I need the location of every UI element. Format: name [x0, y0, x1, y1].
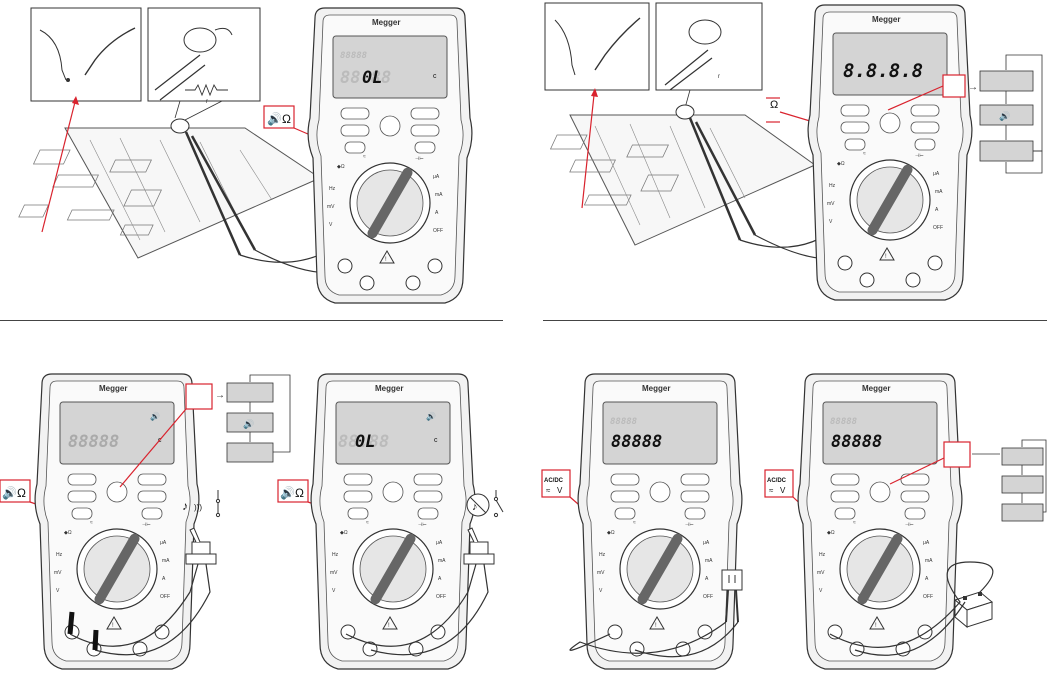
svg-text:→: → [215, 390, 225, 401]
button-callout-box [185, 383, 213, 410]
lcd-reading: 88888 [68, 432, 119, 452]
divider-left [0, 320, 503, 321]
button-callout-box [943, 441, 971, 468]
lcd-reading: 0L [362, 68, 382, 88]
mode-callout-box [0, 479, 31, 503]
inset-probe-closeup [544, 2, 650, 91]
brand-logo: Megger [99, 384, 127, 393]
brand-logo: Megger [372, 18, 400, 27]
flow-step-1 [1001, 447, 1044, 466]
mode-flow-diagram: 🔊 [226, 374, 291, 463]
ohm-icon: Ω [770, 99, 778, 111]
mode-callout-box [764, 469, 794, 498]
mode-callout-box [263, 105, 295, 129]
inset-probe-closeup [30, 7, 142, 102]
svg-text:))): ))) [194, 503, 202, 512]
svg-text:88.88: 88.88 [338, 432, 389, 452]
lcd-unit: c [434, 437, 438, 444]
button-callout-box [942, 74, 966, 98]
mode-flow-diagram [1001, 439, 1047, 522]
continuity-ohm-icon: 🔊Ω [267, 111, 291, 126]
brand-logo: Megger [872, 15, 900, 24]
lcd-reading: 0L [355, 432, 375, 452]
volt-label: V [780, 486, 786, 495]
speaker-icon: 🔊 [426, 411, 436, 421]
multimeter: Megger 88888 88888 [577, 373, 743, 670]
continuity-ohm-icon: 🔊Ω [2, 485, 26, 500]
lcd-reading: 88888 [831, 432, 882, 452]
flow-step-3 [979, 140, 1034, 162]
svg-text:→: → [968, 82, 978, 93]
multimeter: Megger 88888 88888 [797, 373, 963, 670]
flow-step-3 [226, 442, 274, 463]
flow-step-1 [226, 382, 274, 403]
ac-dc-volt-icon: AC/DC [767, 478, 787, 484]
flow-step-1 [979, 70, 1034, 92]
panel-top-left: r 🔊Ω Megger 88888 88.88 0L c [0, 0, 500, 310]
multimeter: Megger 8.8.8.8 [807, 4, 973, 301]
svg-text:88888: 88888 [830, 417, 857, 427]
lcd-unit: c [433, 73, 437, 80]
brand-logo: Megger [642, 384, 670, 393]
multimeter: Megger 88888 88.88 0L c [307, 7, 473, 304]
svg-text:♪: ♪ [472, 501, 478, 513]
continuity-ohm-icon: 🔊Ω [280, 485, 304, 500]
circuit-board [18, 127, 322, 259]
flow-step-2 [979, 104, 1034, 126]
flow-step-2 [1001, 475, 1044, 494]
speaker-icon: 🔊 [243, 418, 254, 430]
panel-bottom-left: 🔊Ω Megger 88888 c 🔊 → 🔊 ♪ ))) 🔊Ω [0, 372, 510, 672]
svg-text:88.88: 88.88 [340, 68, 391, 88]
speaker-icon: 🔊 [999, 110, 1010, 122]
resistor-label: r [206, 99, 208, 105]
resistor-symbol [185, 83, 228, 97]
panel-bottom-right: AC/DC ≈ V Megger 88888 88888 AC/DC ≈ V M… [540, 372, 1047, 672]
inset-resistor-closeup [655, 2, 763, 91]
divider-right [543, 320, 1047, 321]
battery [953, 591, 994, 629]
beep-note-icon: ♪ [182, 499, 188, 513]
brand-logo: Megger [375, 384, 403, 393]
flow-step-3 [1001, 503, 1044, 522]
svg-text:≈: ≈ [546, 486, 551, 495]
toggle-switch-closed [185, 490, 221, 565]
volt-label: V [557, 486, 563, 495]
svg-text:88888: 88888 [340, 51, 367, 61]
svg-text:88888: 88888 [610, 417, 637, 427]
toggle-switch-open [463, 490, 504, 565]
panel-top-right: r Ω Megger 8.8.8.8 → 🔊 [540, 0, 1047, 310]
lcd-reading: 88888 [611, 432, 662, 452]
power-outlet [721, 569, 743, 623]
no-beep-icon: ♪ [466, 493, 490, 517]
brand-logo: Megger [862, 384, 890, 393]
mode-flow-diagram: 🔊 [979, 54, 1043, 174]
multimeter: Megger 88.88 0L c 🔊 [310, 373, 476, 670]
multimeter: Megger 88888 c 🔊 [34, 373, 200, 670]
mode-callout-box [541, 469, 571, 498]
inset-resistor-closeup [147, 7, 261, 102]
ac-dc-volt-icon: AC/DC [544, 478, 564, 484]
svg-text:≈: ≈ [769, 486, 774, 495]
speaker-icon: 🔊 [150, 411, 160, 421]
mode-callout-box [277, 479, 309, 503]
resistor-label: r [718, 74, 720, 80]
lcd-reading: 8.8.8.8 [843, 60, 923, 82]
